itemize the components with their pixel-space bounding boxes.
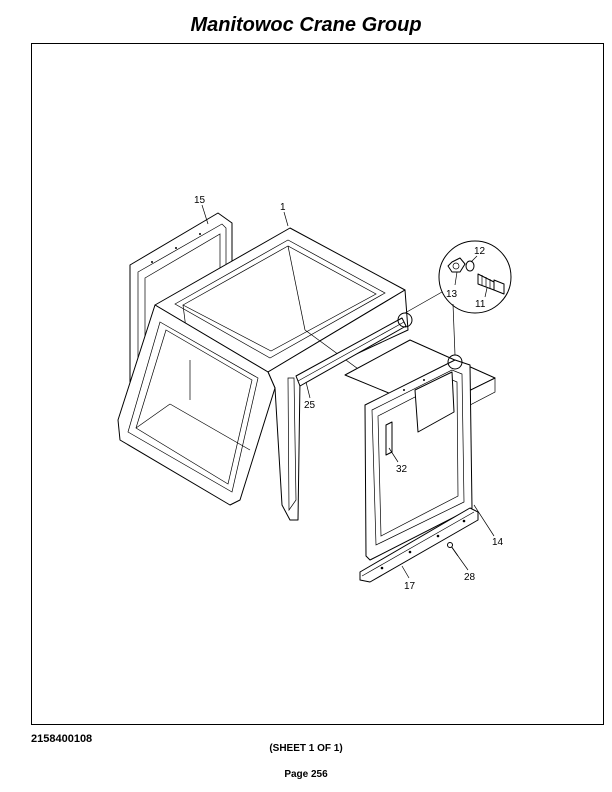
screw-28 [447, 542, 459, 557]
callout-28: 28 [464, 572, 476, 583]
callout-17: 17 [404, 581, 416, 592]
callout-11: 11 [475, 299, 486, 310]
page-number: Page 256 [284, 769, 328, 780]
hardware-detail [404, 240, 512, 356]
leader-lines [201, 204, 495, 579]
callout-13: 13 [446, 289, 458, 300]
door-panel-14 [364, 354, 473, 561]
latch-32 [385, 421, 393, 456]
drawing-frame [31, 43, 604, 725]
sill-17 [359, 507, 479, 583]
rail-25 [295, 312, 413, 387]
page-title: Manitowoc Crane Group [190, 14, 422, 36]
callout-12: 12 [474, 246, 486, 257]
sheet-label: (SHEET 1 OF 1) [269, 743, 343, 754]
callout-25: 25 [304, 400, 316, 411]
drawing-part-number: 2158400108 [31, 733, 93, 745]
callout-15: 15 [194, 195, 206, 206]
callout-32: 32 [396, 464, 408, 475]
callout-14: 14 [492, 537, 504, 548]
callout-1: 1 [280, 202, 286, 213]
